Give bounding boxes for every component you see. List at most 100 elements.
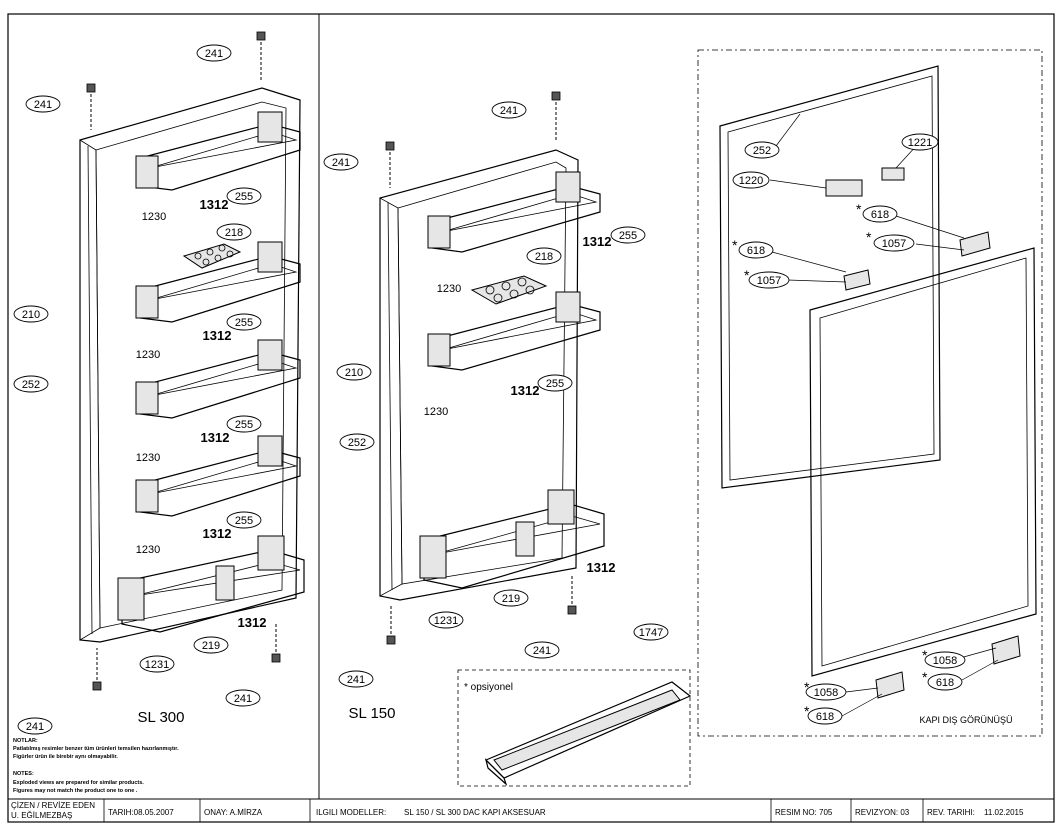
callout-1230: 1230 [437,283,461,295]
callout-219: 219 [202,640,220,652]
callout-1312: 1312 [238,615,267,630]
callout-618: 618 [747,245,765,257]
sl150-bottle-shelf [419,489,605,589]
asterisk-mark: * [732,237,738,253]
approval: ONAY: A.MİRZA [204,808,263,817]
leader-lines [769,113,999,717]
optional-door-handle [484,681,692,786]
sl300-plug-parts [86,31,281,691]
sl150-arrows [389,102,573,634]
sl300-bottle-shelf [117,535,305,633]
callout-255: 255 [546,378,564,390]
sl150-door-assembly [379,91,692,787]
callout-1230: 1230 [136,544,160,556]
outer-view-box [697,49,1043,737]
callout-241: 241 [347,674,365,686]
callout-252: 252 [22,379,40,391]
callout-1312: 1312 [200,197,229,212]
callout-1057: 1057 [757,275,781,287]
callout-255: 255 [235,317,253,329]
asterisk-mark: * [866,229,872,245]
callout-1312: 1312 [583,234,612,249]
asterisk-mark: * [922,647,928,663]
rev-date-label: REV. TARIHI: [927,808,975,817]
door-gasket [719,65,941,489]
revision: REVIZYON: 03 [855,808,910,817]
notes-line-tr1: Patlatılmış resimler benzer tüm ürünleri… [13,746,179,752]
model-label-sl150: SL 150 [349,705,396,722]
callout-1057: 1057 [882,238,906,250]
callout-ellipses [13,44,966,735]
sl150-shelf-2 [427,291,601,371]
notes-title-en: NOTES: [13,771,34,777]
sl300-egg-tray [182,243,242,269]
callout-252: 252 [753,145,771,157]
asterisk-mark: * [856,201,862,217]
callout-241: 241 [332,157,350,169]
callout-1230: 1230 [136,452,160,464]
title-block-text: ÇİZEN / REVİZE EDEN U. EĞİLMEZBAŞ TARIH:… [11,801,1024,820]
callout-1312: 1312 [203,328,232,343]
notes-block: NOTLAR: Patlatılmış resimler benzer tüm … [13,738,179,794]
callout-1058: 1058 [814,687,838,699]
sl150-plug-parts [385,91,577,645]
callout-618: 618 [936,677,954,689]
callout-1230: 1230 [142,211,166,223]
callout-255: 255 [235,191,253,203]
callout-218: 218 [225,227,243,239]
callout-1312: 1312 [511,383,540,398]
notes-line-en1: Exploded views are prepared for similar … [13,780,144,786]
callout-1221: 1221 [908,137,932,149]
callout-1231: 1231 [434,615,458,627]
callout-618: 618 [816,711,834,723]
callout-1312: 1312 [203,526,232,541]
callout-labels: 241 241 210 252 255 218 255 255 255 1231… [22,48,1013,733]
callout-241: 241 [533,645,551,657]
callout-241: 241 [500,105,518,117]
callout-1230: 1230 [424,406,448,418]
notes-line-tr2: Figürler ürün ile birebir aynı olmayabil… [13,754,118,760]
sl300-shelf-4 [135,435,301,517]
sl300-shelf-3 [135,339,301,419]
callout-255: 255 [235,515,253,527]
asterisk-mark: * [744,267,750,283]
optional-label: * opsiyonel [464,682,513,693]
callout-1747: 1747 [639,627,663,639]
drawing-number: RESIM NO: 705 [775,808,833,817]
callout-241: 241 [205,48,223,60]
sl150-egg-tray [470,275,548,305]
title-block [103,799,924,822]
sl300-shelf-1 [135,111,301,191]
notes-line-en2: Figures may not match the product one to… [13,788,138,794]
notes-title-tr: NOTLAR: [13,738,38,744]
rev-date: 11.02.2015 [984,808,1024,817]
sl150-shelf-1 [427,171,601,253]
callout-1312: 1312 [587,560,616,575]
callout-218: 218 [535,251,553,263]
callout-618: 618 [871,209,889,221]
hinge-parts [825,167,1021,699]
asterisk-mark: * [922,669,928,685]
callout-210: 210 [345,367,363,379]
model-label-sl300: SL 300 [138,709,185,726]
callout-210: 210 [22,309,40,321]
drawn-by-label: ÇİZEN / REVİZE EDEN [11,801,95,810]
callout-1058: 1058 [933,655,957,667]
callout-241: 241 [34,99,52,111]
models-label: ILGILI MODELLER: [316,808,386,817]
optional-parts-box [457,669,691,787]
callout-241: 241 [234,693,252,705]
callout-1312: 1312 [201,430,230,445]
drawn-by: U. EĞİLMEZBAŞ [11,811,72,820]
view-label: KAPI DIŞ GÖRÜNÜŞÜ [919,715,1012,725]
date: TARIH:08.05.2007 [108,808,174,817]
callout-252: 252 [348,437,366,449]
outer-door-panel [809,247,1037,677]
models: SL 150 / SL 300 DAC KAPI AKSESUAR [404,808,546,817]
callout-255: 255 [619,230,637,242]
asterisk-mark: * [804,703,810,719]
drawing-border [7,13,1055,823]
asterisk-mark: * [804,679,810,695]
sl300-arrows [90,42,277,680]
